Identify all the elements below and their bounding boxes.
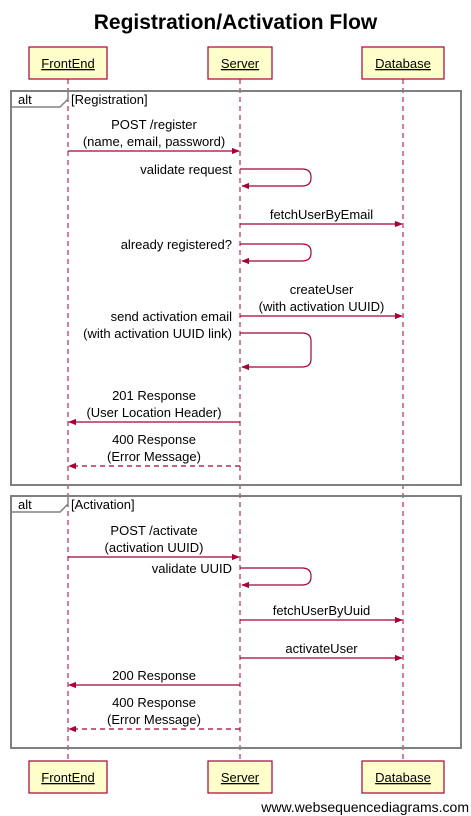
participant-box-database: Database	[361, 46, 445, 80]
participant-label: FrontEnd	[41, 770, 94, 785]
participant-label: Database	[375, 770, 431, 785]
message-label: (Error Message)	[107, 449, 201, 464]
message-label: activateUser	[285, 641, 358, 656]
alt-frame-guard: [Registration]	[71, 92, 148, 107]
participant-box-frontend: FrontEnd	[28, 46, 108, 80]
message-label: (name, email, password)	[83, 134, 225, 149]
message-label: already registered?	[121, 237, 232, 252]
participant-box-server: Server	[207, 46, 273, 80]
message-label: fetchUserByUuid	[273, 603, 371, 618]
message-label: POST /activate	[110, 523, 197, 538]
footer-watermark: www.websequencediagrams.com	[261, 799, 469, 815]
message-label: (User Location Header)	[86, 405, 221, 420]
participant-box-frontend: FrontEnd	[28, 760, 108, 794]
alt-frame	[10, 90, 462, 486]
message-label: (with activation UUID link)	[83, 326, 232, 341]
participant-label: FrontEnd	[41, 56, 94, 71]
alt-frame-tag: alt	[18, 497, 32, 512]
message-label: 200 Response	[112, 668, 196, 683]
participant-box-database: Database	[361, 760, 445, 794]
self-message-arrow	[240, 168, 312, 190]
message-label: send activation email	[111, 309, 233, 324]
message-label: (Error Message)	[107, 712, 201, 727]
message-label: POST /register	[111, 117, 197, 132]
participant-label: Server	[221, 770, 260, 785]
self-message-arrow	[240, 567, 312, 589]
message-label: (activation UUID)	[105, 540, 204, 555]
message-label: 201 Response	[112, 388, 196, 403]
message-label: validate request	[140, 162, 232, 177]
message-label: fetchUserByEmail	[270, 207, 373, 222]
diagram-title: Registration/Activation Flow	[93, 11, 378, 34]
participant-label: Database	[375, 56, 431, 71]
participant-label: Server	[221, 56, 260, 71]
alt-frame	[10, 495, 462, 749]
message-label: validate UUID	[152, 561, 232, 576]
message-label: createUser	[290, 282, 354, 297]
alt-frame-tab	[11, 496, 69, 513]
message-label: 400 Response	[112, 695, 196, 710]
alt-frame-guard: [Activation]	[71, 497, 135, 512]
message-label: 400 Response	[112, 432, 196, 447]
alt-frame-tag: alt	[18, 92, 32, 107]
alt-frame-tab	[11, 91, 69, 108]
self-message-arrow	[240, 243, 312, 265]
message-label: (with activation UUID)	[259, 299, 385, 314]
self-message-arrow	[240, 332, 312, 371]
participant-box-server: Server	[207, 760, 273, 794]
